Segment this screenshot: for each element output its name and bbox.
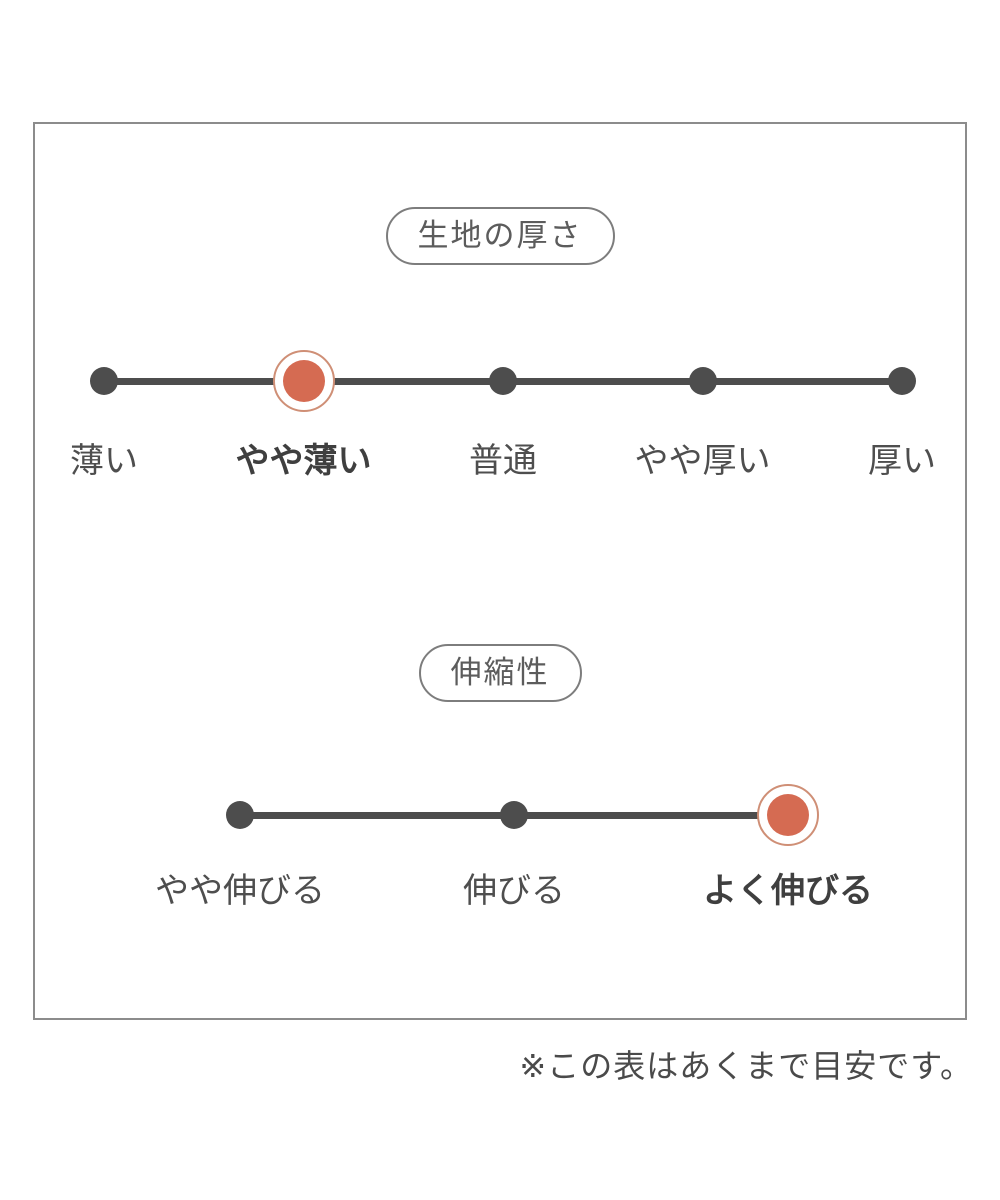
thickness-scale-labels: 薄い やや薄い 普通 やや厚い 厚い [70,439,936,483]
stretch-title-pill: 伸縮性 [418,644,582,703]
thickness-title-pill: 生地の厚さ [385,207,615,266]
scale-label-2: 普通 [469,442,537,480]
scale-dot-0 [226,801,254,829]
scale-label-1: やや薄い [235,442,372,480]
stretch-scale-labels: やや伸びる 伸びる よく伸びる [155,869,873,913]
scale-label-0: やや伸びる [155,872,325,910]
stretch-title-row: 伸縮性 [35,644,965,703]
thickness-title-row: 生地の厚さ [35,207,965,266]
scale-dot-1 [500,801,528,829]
stretch-title: 伸縮性 [450,655,550,690]
scale-dot-2 [489,367,517,395]
scale-dot-3 [688,367,717,395]
scale-dot-selected-1 [272,350,335,412]
thickness-title: 生地の厚さ [417,218,583,253]
spec-panel: 生地の厚さ 薄い やや薄い 普通 やや厚い 厚い 伸縮性 やや伸びる 伸びる よく伸びる [33,122,967,1020]
scale-dot-4 [888,367,916,395]
scale-dot-selected-2 [757,784,819,846]
scale-label-1: 伸びる [463,872,565,910]
disclaimer-note: ※この表はあくまで目安です。 [519,1048,973,1084]
scale-label-4: 厚い [868,442,936,480]
scale-label-3: やや厚い [634,442,771,480]
scale-label-2: よく伸びる [703,872,873,910]
scale-dot-0 [90,367,118,395]
scale-label-0: 薄い [70,442,138,480]
